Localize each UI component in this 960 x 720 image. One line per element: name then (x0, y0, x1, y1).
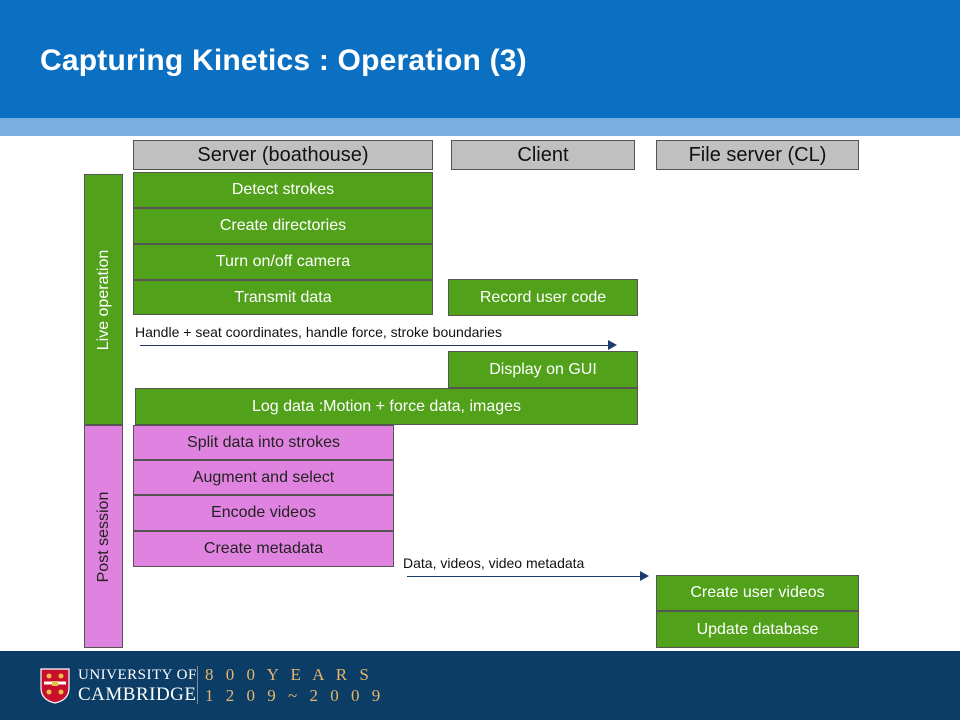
column-header-client: Client (451, 140, 635, 170)
step-create-user-videos: Create user videos (656, 575, 859, 611)
arrow-label-transmit: Handle + seat coordinates, handle force,… (135, 324, 502, 340)
step-create-directories: Create directories (133, 208, 433, 244)
header-bar (0, 0, 960, 118)
phase-live-label: Live operation (94, 249, 112, 350)
arrow-transmit (140, 340, 617, 350)
step-record-user-code: Record user code (448, 279, 638, 316)
anniversary-years: 8 0 0 Y E A R S (205, 665, 373, 684)
arrow-upload (407, 571, 649, 581)
anniversary-text: 8 0 0 Y E A R S 1 2 0 9 ~ 2 0 0 9 (205, 666, 384, 704)
step-create-metadata: Create metadata (133, 531, 394, 567)
step-encode-videos: Encode videos (133, 495, 394, 531)
step-update-database: Update database (656, 611, 859, 648)
arrow-label-upload: Data, videos, video metadata (403, 555, 585, 571)
step-augment-select: Augment and select (133, 460, 394, 495)
university-logo-text: UNIVERSITY OF CAMBRIDGE (78, 667, 197, 705)
step-turn-camera: Turn on/off camera (133, 244, 433, 280)
step-transmit-data: Transmit data (133, 280, 433, 315)
step-log-data: Log data :Motion + force data, images (135, 388, 638, 425)
phase-post-label: Post session (94, 491, 112, 582)
university-top-text: UNIVERSITY OF (78, 667, 197, 683)
university-crest-icon (40, 668, 70, 704)
step-detect-strokes: Detect strokes (133, 172, 433, 208)
phase-live-operation: Live operation (84, 174, 123, 425)
column-header-file-server: File server (CL) (656, 140, 859, 170)
column-header-server: Server (boathouse) (133, 140, 433, 170)
anniversary-dates: 1 2 0 9 ~ 2 0 0 9 (205, 686, 385, 705)
step-split-strokes: Split data into strokes (133, 425, 394, 460)
university-bottom-text: CAMBRIDGE (78, 684, 197, 705)
step-display-gui: Display on GUI (448, 351, 638, 388)
slide-title: Capturing Kinetics : Operation (3) (40, 44, 527, 77)
footer-bar (0, 651, 960, 720)
header-stripe (0, 118, 960, 136)
phase-post-session: Post session (84, 425, 123, 648)
footer-separator (197, 666, 198, 704)
